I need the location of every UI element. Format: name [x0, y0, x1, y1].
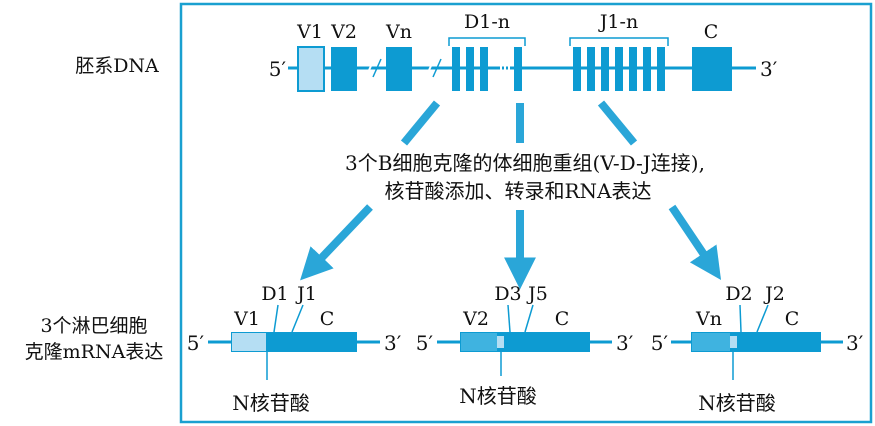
d-group-bracket	[448, 37, 526, 46]
diagram-frame	[179, 2, 873, 424]
clone-three-prime: 3′	[384, 331, 402, 355]
clone-c-label: C	[785, 308, 800, 330]
clone-five-prime: 5′	[187, 331, 205, 355]
v1-segment	[297, 46, 325, 92]
arrow-to-clone-1	[300, 204, 373, 281]
j-segment	[615, 47, 623, 91]
clone-j-label: J2	[763, 283, 785, 305]
clone-v-region	[461, 333, 497, 351]
mrna-label-line2: 克隆mRNA表达	[24, 341, 164, 363]
c-segment	[692, 47, 732, 91]
j-group-label: J1-n	[598, 11, 638, 33]
arrow-to-clone-3	[668, 204, 722, 280]
mrna-label-line1: 3个淋巴细胞	[40, 315, 148, 337]
clone-d-label: D2	[725, 283, 752, 305]
clone-3: 5′ 3′ Vn D2 J2 C N核苷酸	[651, 283, 864, 415]
j-pointer	[291, 304, 304, 333]
clone-c-label: C	[320, 308, 335, 330]
clone-v-region	[692, 333, 730, 351]
j-pointer	[756, 304, 769, 333]
n-nucleotide-label: N核苷酸	[459, 384, 537, 408]
clone-v-label: V2	[462, 308, 489, 330]
clone-three-prime: 3′	[846, 331, 864, 355]
vn-label: Vn	[385, 21, 412, 43]
mrna-expression-label: 3个淋巴细胞 克隆mRNA表达	[8, 313, 180, 365]
n-nucleotide-label: N核苷酸	[232, 391, 310, 415]
clone-j-label: J5	[526, 283, 548, 305]
germline-dna: 5′ 3′ V1 V2 Vn D1-n J1-n C	[269, 11, 778, 92]
clone-n-region	[730, 336, 737, 348]
j-segment	[573, 47, 581, 91]
v2-segment	[331, 47, 357, 91]
d-segment	[452, 47, 460, 91]
arrow-shaft-right	[597, 100, 638, 146]
j-pointer	[524, 304, 534, 333]
v1-label: V1	[296, 21, 323, 43]
n-nucleotide-label: N核苷酸	[698, 391, 776, 415]
d-pointer	[507, 304, 511, 333]
break-mark	[425, 58, 435, 78]
clone-v-label: V1	[233, 308, 260, 330]
process-text-line1: 3个B细胞克隆的体细胞重组(V-D-J连接),	[345, 151, 705, 175]
clone-v-region	[232, 333, 266, 351]
clone-n-region	[497, 336, 504, 348]
germline-five-prime: 5′	[269, 57, 287, 81]
d-pointer	[739, 304, 742, 333]
j-segment	[657, 47, 665, 91]
v2-label: V2	[330, 21, 357, 43]
clone-j-label: J1	[295, 283, 317, 305]
clone-d-label: D3	[494, 283, 521, 305]
process-text-line2: 核苷酸添加、转录和RNA表达	[384, 179, 651, 203]
clone-five-prime: 5′	[416, 331, 434, 355]
clone-v-label: Vn	[695, 308, 722, 330]
j-segment	[587, 47, 595, 91]
j-segment	[643, 47, 651, 91]
d-group-label: D1-n	[464, 11, 510, 33]
d-segment	[480, 47, 488, 91]
clone-2: 5′ 3′ V2 D3 J5 C N核苷酸	[416, 283, 634, 408]
j-group-bracket	[569, 37, 669, 46]
break-mark	[432, 58, 442, 78]
break-mark	[365, 58, 375, 78]
vn-segment	[386, 47, 412, 91]
germline-dna-label: 胚系DNA	[75, 55, 159, 77]
lower-arrows	[300, 204, 722, 290]
d-segment	[466, 47, 474, 91]
j-segment	[629, 47, 637, 91]
d-pointer	[273, 304, 279, 333]
clone-five-prime: 5′	[651, 331, 669, 355]
upper-arrows	[400, 100, 638, 146]
j-segment	[601, 47, 609, 91]
germline-three-prime: 3′	[760, 57, 778, 81]
clone-d-label: D1	[261, 283, 288, 305]
clone-1: 5′ 3′ V1 D1 J1 C N核苷酸	[187, 283, 402, 415]
break-mark	[372, 58, 382, 78]
clone-three-prime: 3′	[616, 331, 634, 355]
d-segment	[514, 47, 522, 91]
clone-c-label: C	[555, 308, 570, 330]
c-label: C	[704, 21, 719, 43]
arrow-shaft-left	[400, 100, 441, 146]
